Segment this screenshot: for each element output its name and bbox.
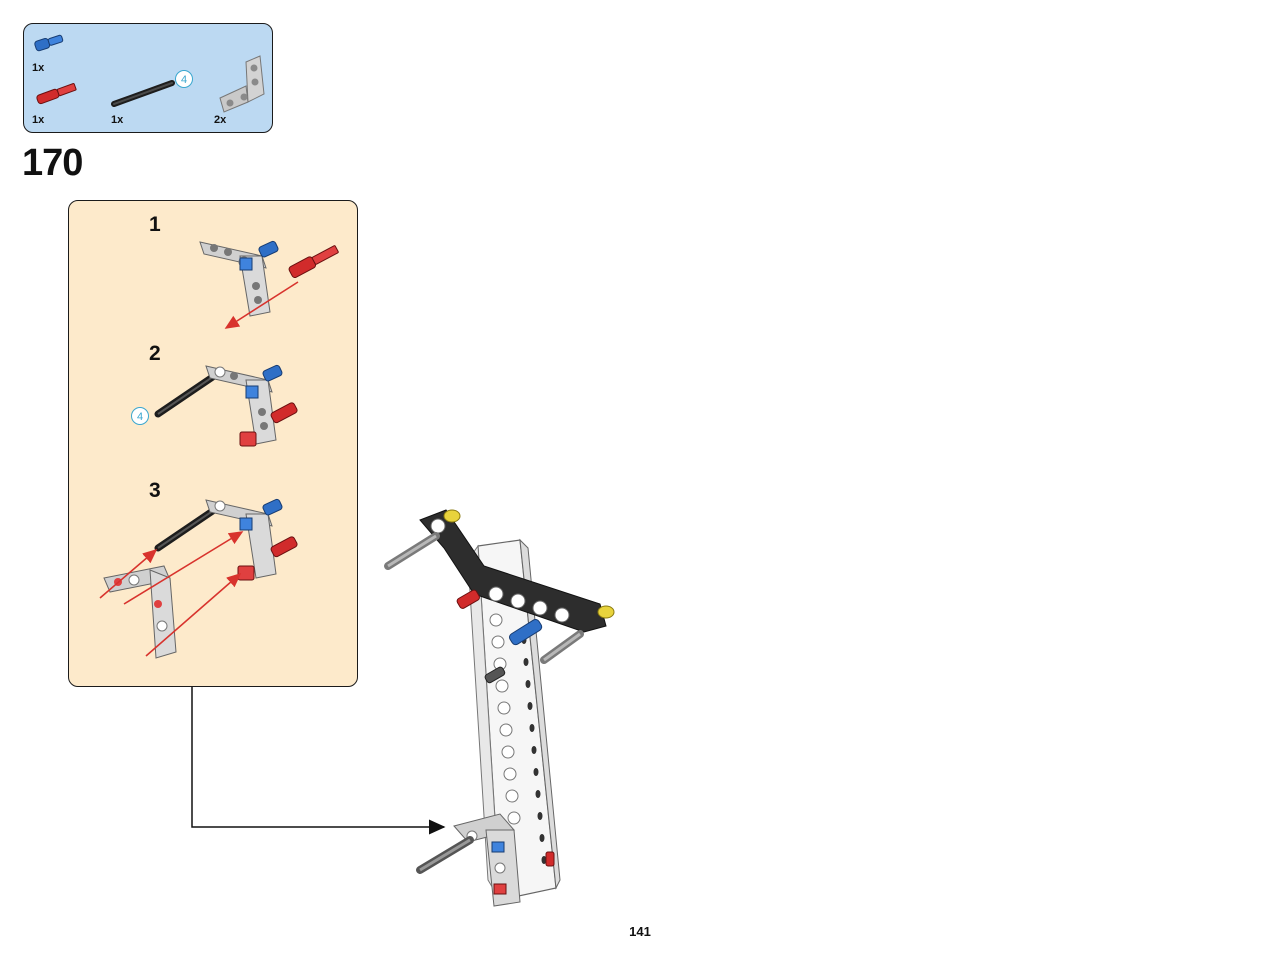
step-number: 170 [22, 142, 83, 184]
sub-step-3-illustration [99, 498, 298, 659]
main-model-illustration [384, 509, 615, 907]
sub-assembly-connector-arrow [191, 687, 446, 835]
sub-step-2-number: 2 [149, 342, 161, 365]
sub-step-1-number: 1 [149, 213, 161, 236]
black-axle-part [111, 80, 175, 107]
grey-l-beam-qty: 2x [214, 114, 227, 126]
grey-l-beam-part [219, 55, 265, 113]
red-axle-pin-part [36, 83, 77, 105]
red-axle-pin-qty: 1x [32, 114, 45, 126]
sub-assembly-panel: 1 2 3 4 [68, 200, 358, 687]
black-axle-qty: 1x [111, 114, 124, 126]
axle-length-badge: 4 [175, 70, 193, 88]
sub-step-3-number: 3 [149, 479, 161, 502]
sub-step-2-illustration [154, 364, 298, 447]
page-number: 141 [629, 924, 651, 939]
sub-step-2-axle-badge: 4 [131, 407, 149, 425]
sub-step-1-illustration [199, 240, 339, 329]
blue-pin-qty: 1x [32, 62, 45, 74]
parts-list-box: 1x 1x 1x 2x 4 [23, 23, 273, 133]
blue-pin-part [34, 34, 64, 52]
parts-list-art [34, 34, 265, 113]
